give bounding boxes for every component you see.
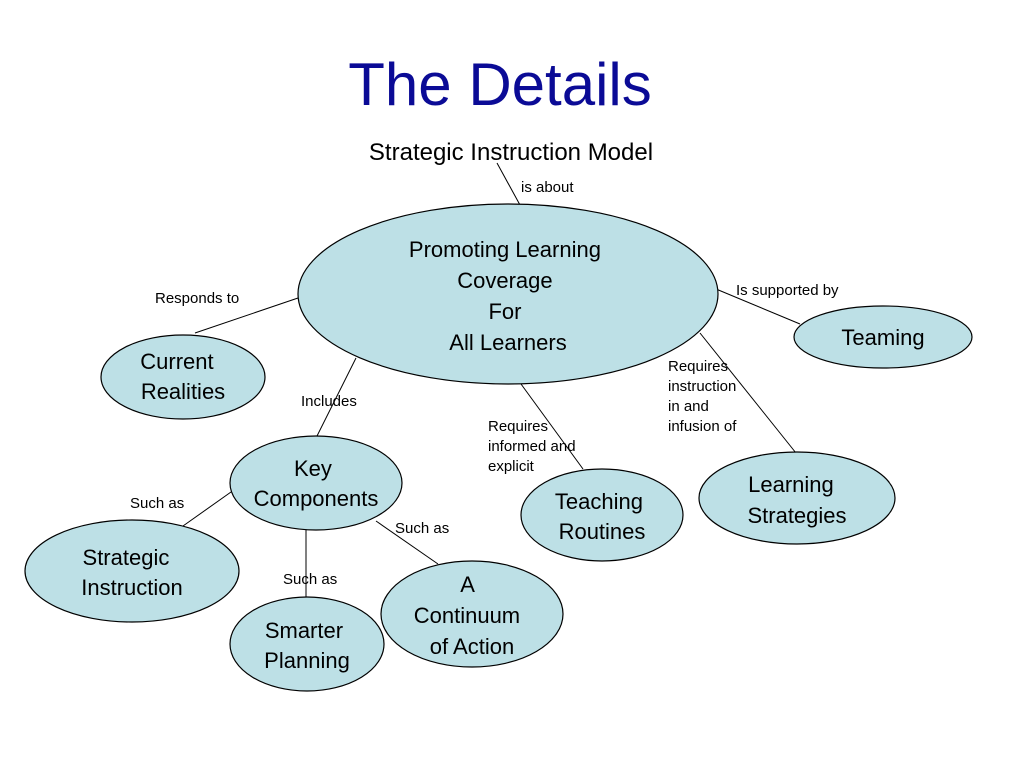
node-line: Strategic [83,545,170,570]
link-label-is-about: is about [521,179,574,196]
edge-key-components-continuum [375,520,439,565]
node-central-label: Promoting Learning Coverage For All Lear… [409,237,607,355]
node-line: A [460,572,475,597]
node-line: of Action [430,634,514,659]
link-label-line: is about [521,179,574,196]
link-label-line: Includes [301,393,357,410]
node-strategic-instruction-label: Strategic Instruction [81,545,183,600]
slide-title: The Details [348,51,652,118]
node-smarter-planning-label: Smarter Planning [264,618,350,673]
link-label-such-as-left: Such as [130,495,184,512]
node-line: Instruction [81,575,183,600]
node-central: Promoting Learning Coverage For All Lear… [297,203,719,385]
edge-root-central [496,162,521,206]
node-teaming-label: Teaming [841,325,924,350]
link-label-line: infusion of [668,418,737,435]
node-smarter-planning: Smarter Planning [229,596,385,692]
node-line: Promoting Learning [409,237,601,262]
node-smarter-planning-shape [229,596,385,692]
node-line: Strategies [747,503,846,528]
node-teaching-routines-label: Teaching Routines [555,489,649,544]
node-line: Components [254,486,379,511]
edge-key-components-strategic-instruction [182,491,232,527]
link-label-line: explicit [488,458,535,475]
link-label-line: Is supported by [736,282,839,299]
edge-central-teaching-routines [520,383,584,470]
node-current-realities-shape [100,334,266,420]
edge-central-learning-strategies [699,332,797,454]
node-line: All Learners [449,330,566,355]
node-line: Planning [264,648,350,673]
link-label-line: in and [668,398,709,415]
link-label-responds-to: Responds to [155,290,239,307]
node-line: Realities [141,379,225,404]
node-strategic-instruction-shape [24,519,240,623]
node-teaming-shape [793,305,973,369]
link-label-is-supported-by: Is supported by [736,282,839,299]
edges [182,162,801,598]
node-teaching-routines: Teaching Routines [520,468,684,562]
link-label-requires-informed: Requires informed and explicit [488,418,580,475]
node-line: Learning [748,472,834,497]
link-label-line: Such as [395,520,449,537]
node-strategic-instruction: Strategic Instruction [24,519,240,623]
node-teaching-routines-shape [520,468,684,562]
link-label-line: Responds to [155,290,239,307]
link-label-requires-instruction: Requires instruction in and infusion of [668,358,741,435]
node-continuum: A Continuum of Action [380,560,564,668]
node-line: Smarter [265,618,343,643]
link-labels: is about Responds to Is supported by Inc… [130,179,839,588]
link-label-line: Requires [668,358,728,375]
root-label-text: Strategic Instruction Model [369,139,653,166]
node-continuum-shape [380,560,564,668]
node-key-components: Key Components [229,435,403,531]
edge-central-key-components [316,357,357,437]
node-current-realities-label: Current Realities [140,349,225,404]
node-key-components-label: Key Components [254,456,379,511]
node-line: Routines [559,519,646,544]
node-continuum-label: A Continuum of Action [414,572,527,659]
node-line: Coverage [457,268,552,293]
link-label-such-as-right: Such as [395,520,449,537]
link-label-line: informed and [488,438,576,455]
link-label-such-as-bottom: Such as [283,571,337,588]
node-central-shape [297,203,719,385]
node-line: Continuum [414,603,520,628]
node-key-components-shape [229,435,403,531]
node-teaming: Teaming [793,305,973,369]
node-learning-strategies: Learning Strategies [698,451,896,545]
node-line: For [488,299,521,324]
node-learning-strategies-shape [698,451,896,545]
node-line: Teaming [841,325,924,350]
edge-central-current-realities [194,297,299,334]
node-current-realities: Current Realities [100,334,266,420]
node-line: Current [140,349,213,374]
link-label-line: Such as [130,495,184,512]
link-label-line: instruction [668,378,736,395]
edge-central-teaming [715,288,801,325]
node-learning-strategies-label: Learning Strategies [747,472,846,528]
node-line: Key [294,456,332,481]
node-line: Teaching [555,489,643,514]
link-label-includes: Includes [301,393,357,410]
link-label-line: Requires [488,418,548,435]
root-label: Strategic Instruction Model [369,139,653,166]
link-label-line: Such as [283,571,337,588]
